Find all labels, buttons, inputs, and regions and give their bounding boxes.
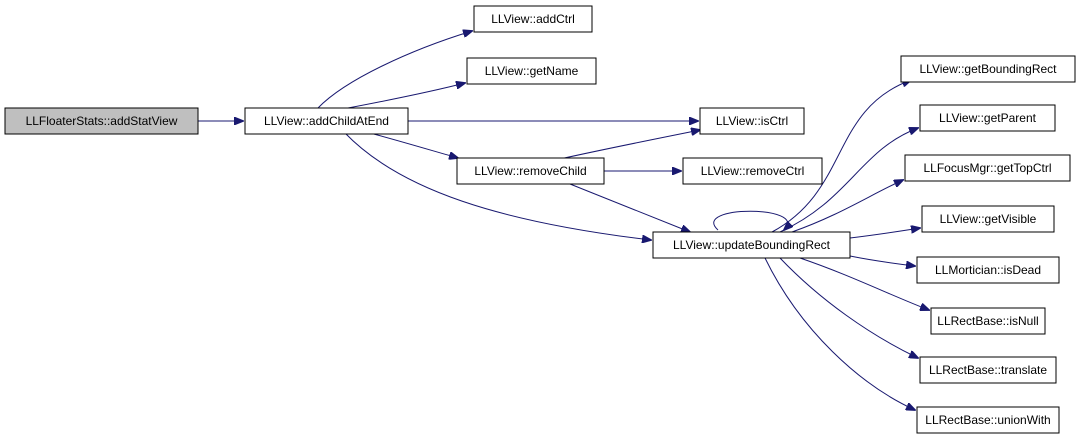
edge-addChildAtEnd-getName (347, 83, 465, 109)
edge-addChildAtEnd-removeChild (369, 132, 458, 158)
edge-updateBoundingRect-isDead (849, 255, 915, 266)
node-label: LLView::getName (485, 64, 579, 78)
node-getTopCtrl[interactable]: LLFocusMgr::getTopCtrl (904, 154, 1071, 182)
node-label: LLView::getParent (939, 111, 1037, 125)
node-label: LLFloaterStats::addStatView (26, 114, 178, 128)
node-label: LLMortician::isDead (935, 263, 1041, 277)
node-label: LLView::isCtrl (716, 114, 788, 128)
nodes: LLFloaterStats::addStatView LLView::addC… (4, 5, 1076, 434)
node-addCtrl[interactable]: LLView::addCtrl (473, 5, 593, 33)
node-getName[interactable]: LLView::getName (466, 57, 597, 85)
edge-updateBoundingRect-getParent (779, 128, 918, 233)
edge-addChildAtEnd-updateBoundingRect (344, 132, 651, 240)
node-label: LLView::getVisible (940, 212, 1037, 226)
node-label: LLView::addCtrl (491, 12, 575, 26)
node-label: LLView::addChildAtEnd (264, 114, 389, 128)
node-updateBoundingRect[interactable]: LLView::updateBoundingRect (652, 231, 851, 259)
node-label: LLFocusMgr::getTopCtrl (923, 161, 1051, 175)
edge-updateBoundingRect-self (713, 210, 788, 230)
edge-updateBoundingRect-isNull (799, 257, 929, 310)
edge-removeChild-isCtrl (559, 130, 700, 160)
node-removeCtrl[interactable]: LLView::removeCtrl (682, 157, 823, 185)
node-label: LLRectBase::unionWith (925, 413, 1050, 427)
edge-updateBoundingRect-getVisible (849, 228, 920, 239)
node-label: LLView::getBoundingRect (920, 62, 1058, 76)
node-removeChild[interactable]: LLView::removeChild (456, 157, 605, 185)
edge-addChildAtEnd-addCtrl (317, 31, 472, 109)
node-label: LLRectBase::translate (929, 363, 1047, 377)
edge-updateBoundingRect-translate (779, 257, 918, 358)
node-getParent[interactable]: LLView::getParent (919, 104, 1056, 132)
node-addChildAtEnd[interactable]: LLView::addChildAtEnd (244, 107, 409, 135)
node-label: LLRectBase::isNull (937, 314, 1038, 328)
edge-updateBoundingRect-getBoundingRect (771, 80, 911, 233)
node-label: LLView::updateBoundingRect (673, 238, 831, 252)
node-getBoundingRect[interactable]: LLView::getBoundingRect (900, 55, 1076, 83)
node-isDead[interactable]: LLMortician::isDead (916, 256, 1060, 284)
node-unionWith[interactable]: LLRectBase::unionWith (916, 406, 1060, 434)
edges (198, 31, 929, 410)
node-addStatView[interactable]: LLFloaterStats::addStatView (4, 107, 199, 135)
node-isNull[interactable]: LLRectBase::isNull (930, 307, 1046, 335)
edge-updateBoundingRect-getTopCtrl (791, 180, 903, 233)
node-label: LLView::removeChild (474, 164, 586, 178)
node-label: LLView::removeCtrl (701, 164, 805, 178)
node-getVisible[interactable]: LLView::getVisible (921, 205, 1055, 233)
node-translate[interactable]: LLRectBase::translate (919, 356, 1057, 384)
node-isCtrl[interactable]: LLView::isCtrl (699, 107, 805, 135)
edge-removeChild-updateBoundingRect (569, 183, 690, 232)
edge-updateBoundingRect-unionWith (764, 257, 915, 410)
